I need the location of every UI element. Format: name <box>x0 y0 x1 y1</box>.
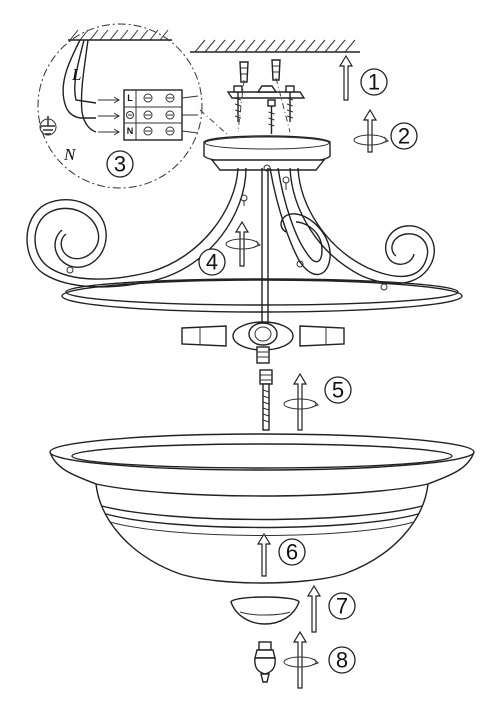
arrow-step-4 <box>225 220 261 267</box>
screw-left <box>233 85 243 122</box>
axis-screw-right <box>275 77 291 133</box>
finial-cap <box>230 596 300 625</box>
screw-right <box>285 85 295 122</box>
ceiling <box>190 39 360 53</box>
arrow-step-1 <box>338 54 354 101</box>
step-badge-8: 8 <box>328 646 356 674</box>
step-badge-4: 4 <box>198 248 226 276</box>
step-number-1: 1 <box>368 70 380 95</box>
step-badge-1: 1 <box>360 68 388 96</box>
step-number-2: 2 <box>398 124 410 149</box>
glass-shade <box>49 433 475 584</box>
arm-right-screw <box>282 176 290 190</box>
wall-plug-left <box>239 61 249 83</box>
arrow-step-6 <box>256 532 272 577</box>
step-badge-7: 7 <box>328 592 356 620</box>
wall-plug-right <box>271 59 281 81</box>
axis-screw-left <box>237 79 245 133</box>
step-number-7: 7 <box>336 594 348 619</box>
mounting-plate <box>226 85 306 99</box>
terminal-earth-icon <box>126 111 134 119</box>
step-number-8: 8 <box>336 648 348 673</box>
arrow-step-8 <box>283 630 319 689</box>
arm-left <box>26 167 248 288</box>
terminal-label-neutral: N <box>127 126 134 136</box>
screw-center <box>267 99 276 134</box>
step-number-5: 5 <box>332 378 344 403</box>
step-badge-5: 5 <box>324 376 352 404</box>
terminal-block: L N <box>123 89 199 141</box>
step-number-3: 3 <box>114 152 126 177</box>
wire-label-live: L <box>71 65 81 84</box>
support-ring <box>61 278 463 313</box>
step-badge-6: 6 <box>278 538 306 566</box>
earth-symbol <box>39 116 57 136</box>
step-badge-2: 2 <box>390 122 418 150</box>
lamp-holders <box>181 321 345 364</box>
arrow-step-7 <box>306 584 322 633</box>
canopy <box>203 135 331 172</box>
arrow-step-2 <box>353 108 389 153</box>
finial-nut <box>254 641 276 683</box>
terminal-label-live: L <box>127 93 133 103</box>
step-badge-3: 3 <box>106 150 134 178</box>
wire-label-neutral: N <box>63 145 77 164</box>
arrow-step-5 <box>283 372 319 431</box>
step-number-6: 6 <box>286 540 298 565</box>
step-number-4: 4 <box>206 250 218 275</box>
wiring-detail: L N L N <box>37 23 229 189</box>
threaded-rod <box>259 369 273 431</box>
arm-middle <box>269 167 331 275</box>
